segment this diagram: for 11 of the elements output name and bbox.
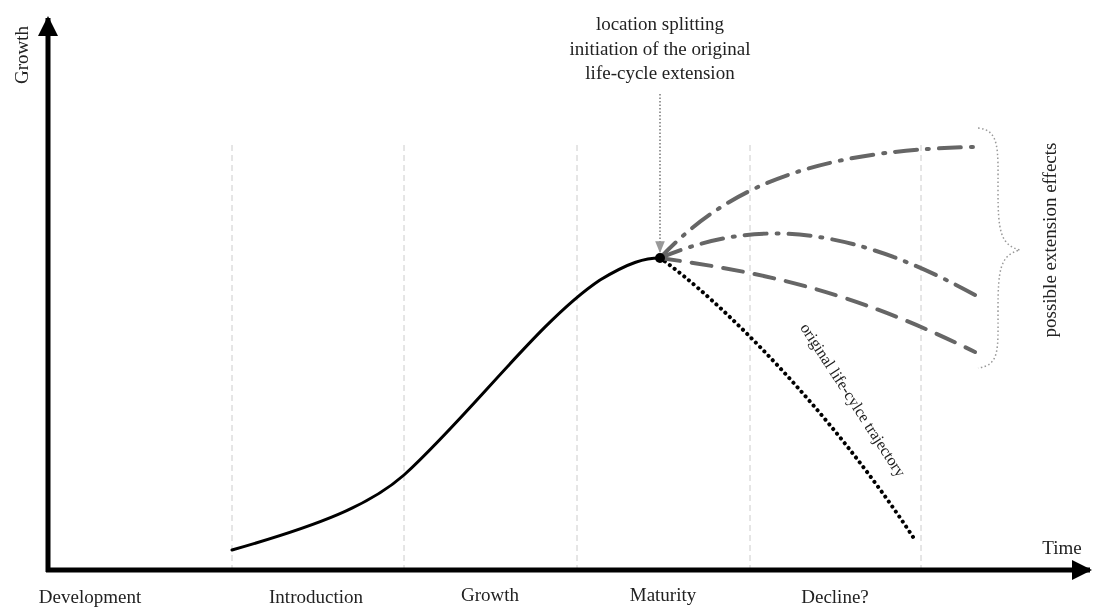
bracket-label: possible extension effects — [1039, 142, 1061, 338]
phase-label: Decline? — [801, 586, 869, 608]
axis-title: Growth — [11, 25, 33, 85]
phase-label: Maturity — [629, 584, 697, 606]
phase-label: Introduction — [269, 586, 363, 608]
pointer-arrow — [655, 93, 665, 254]
phase-label: Growth — [460, 584, 520, 606]
split-point — [655, 253, 665, 263]
axis-title: Time — [1042, 537, 1082, 559]
phase-label: Development — [38, 586, 142, 608]
annotation-text: location splitting initiation of the original life-cycle extension — [568, 12, 752, 86]
